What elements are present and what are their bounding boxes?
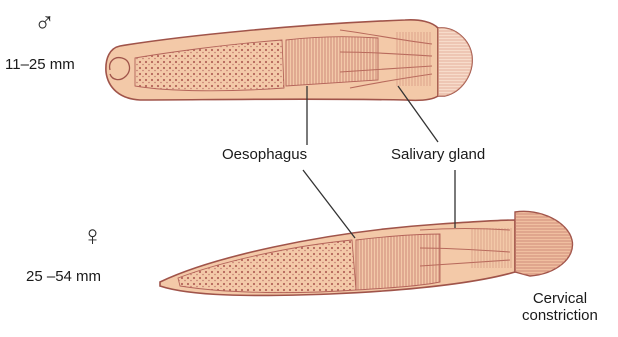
- female-symbol: ♀: [82, 222, 103, 250]
- cervical-constriction-label: Cervical constriction: [522, 290, 598, 325]
- salivary-gland-label: Salivary gland: [391, 146, 485, 163]
- male-worm: [106, 20, 472, 101]
- cervical-label-line2: constriction: [522, 307, 598, 324]
- female-size-label: 25 –54 mm: [26, 268, 101, 285]
- leader-oesophagus-female: [303, 170, 355, 238]
- male-size-label: 11–25 mm: [5, 56, 75, 73]
- cervical-label-line1: Cervical: [522, 290, 598, 307]
- male-oesophagus: [286, 37, 378, 86]
- female-oesophagus: [356, 234, 440, 290]
- female-worm: [160, 211, 573, 295]
- oesophagus-label: Oesophagus: [222, 146, 307, 163]
- male-symbol: ♂: [34, 9, 55, 37]
